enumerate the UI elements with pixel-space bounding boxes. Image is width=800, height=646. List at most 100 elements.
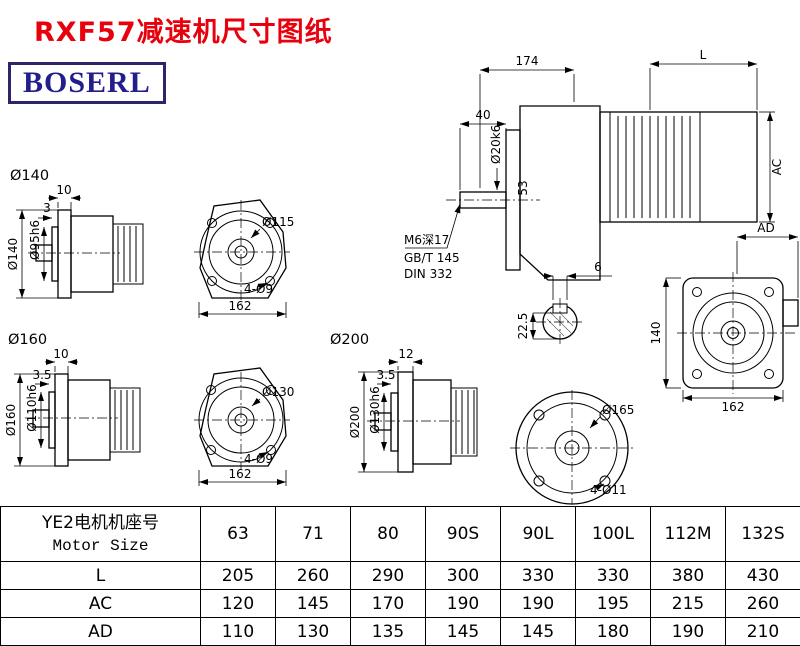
gearbox-housing [519,105,601,281]
table-cell: 145 [425,617,501,646]
col-header-132S: 132S [725,506,800,562]
flange200-heading: Ø200 [330,332,369,348]
flange140-dim162: 162 [229,299,252,313]
flange200-pilot-label: Ø130h6 [368,386,382,434]
flange200-dia-label: Ø200 [348,406,362,438]
flange140-pilot [51,226,59,282]
flange200-front-drawing: Ø165 4-Ø11 [510,390,634,505]
flange140-side-drawing: Ø140 10 3 Ø140 Ø95h6 [6,168,144,299]
flange160-heading: Ø160 [8,332,47,348]
table-cell: 170 [350,589,426,618]
table-header-motor-size: YE2电机机座号 Motor Size [0,506,201,562]
key-depth-label: 22.5 [516,313,530,340]
flange160-dim35: 3.5 [32,368,51,382]
table-cell: 190 [650,617,726,646]
flange140-front-drawing: Ø115 4-Ø9 162 [194,199,294,318]
table-cell: 120 [200,589,276,618]
dim-53-label: 53 [516,180,530,195]
table-cell: 330 [575,561,651,590]
flange140-dim10: 10 [56,183,71,197]
row-label-AC: AC [0,589,201,618]
flange160-body [67,379,111,461]
flange200-dim35: 3.5 [376,368,395,382]
dimension-table-section: YE2电机机座号 Motor Size 63 71 80 90S 90L 100… [0,506,800,646]
flange200-side-drawing: Ø200 12 3.5 Ø200 Ø130h6 [330,332,478,473]
flange140-body [70,215,114,293]
col-header-90S: 90S [425,506,501,562]
table-cell: 180 [575,617,651,646]
flange160-holes-label: 4-Ø9 [244,452,273,466]
table-cell: 215 [650,589,726,618]
flange160-pilot [48,391,56,449]
table-header-row: YE2电机机座号 Motor Size 63 71 80 90S 90L 100… [0,506,800,562]
flange200-pilot [390,392,399,452]
ad-shaft-stub [782,299,799,327]
flange200-plate [397,371,414,473]
table-cell: 190 [425,589,501,618]
table-cell: 290 [350,561,426,590]
flange160-boltcircle-label: Ø130 [262,385,294,399]
header-en: Motor Size [52,537,149,555]
col-header-90L: 90L [500,506,576,562]
flange160-dim10: 10 [53,347,68,361]
flange140-dia-label: Ø140 [6,238,20,270]
dim-140-label: 140 [649,322,663,345]
flange200-body [412,379,452,465]
flange200-boltcircle-label: Ø165 [602,403,634,417]
col-header-100L: 100L [575,506,651,562]
col-header-80: 80 [350,506,426,562]
table-cell: 145 [500,617,576,646]
ad-view-drawing: AD 140 162 [649,221,799,414]
flange160-front-drawing: Ø130 4-Ø9 162 [194,367,294,486]
table-cell: 260 [725,589,800,618]
table-cell: 430 [725,561,800,590]
table-row-AD: AD 110 130 135 145 145 180 190 210 [0,617,800,646]
table-cell: 195 [575,589,651,618]
dimension-table: YE2电机机座号 Motor Size 63 71 80 90S 90L 100… [0,506,800,646]
flange140-boltcircle-label: Ø115 [262,215,294,229]
side-view-drawing: 174 L 40 Ø20k6 53 AC M6深17 GB/T 145 [404,48,784,346]
table-cell: 205 [200,561,276,590]
dim-40-label: 40 [475,108,490,122]
dim-L-label: L [700,48,707,62]
table-cell: 145 [275,589,351,618]
table-cell: 380 [650,561,726,590]
flange160-front-outline [199,367,287,467]
table-cell: 210 [725,617,800,646]
flange160-pilot-label: Ø110h6 [25,384,39,432]
flange160-dia-label: Ø160 [4,404,18,436]
header-cn: YE2电机机座号 [42,513,159,533]
flange200-holes-label: 4-Ø11 [590,483,627,497]
technical-drawing: 174 L 40 Ø20k6 53 AC M6深17 GB/T 145 [4,48,799,505]
col-header-63: 63 [200,506,276,562]
table-row-L: L 205 260 290 300 330 330 380 430 [0,561,800,590]
page-title: RXF57减速机尺寸图纸 [34,17,333,48]
flange140-heading: Ø140 [10,168,49,184]
table-cell: 135 [350,617,426,646]
motor-body [599,111,758,223]
dim-AC-label: AC [770,159,784,175]
row-label-L: L [0,561,201,590]
row-label-AD: AD [0,617,201,646]
table-cell: 300 [425,561,501,590]
table-cell: 190 [500,589,576,618]
std-note1-label: GB/T 145 [404,251,460,265]
table-row-AC: AC 120 145 170 190 190 195 215 260 [0,589,800,618]
flange200-dim12: 12 [398,347,413,361]
table-cell: 260 [275,561,351,590]
thread-note-label: M6深17 [404,233,449,247]
flange140-front-outline [199,199,287,299]
flange160-side-drawing: Ø160 10 3.5 Ø160 Ø110h6 [4,332,141,467]
table-cell: 330 [500,561,576,590]
shaft-diameter-label: Ø20k6 [489,125,503,164]
col-header-71: 71 [275,506,351,562]
table-cell: 110 [200,617,276,646]
logo-text: BOSERL [23,66,151,99]
dim-162-label: 162 [722,400,745,414]
motor-fins [617,116,691,218]
boserl-logo: BOSERL [8,62,166,104]
key-width-label: 6 [594,260,602,274]
flange140-holes-label: 4-Ø9 [244,282,273,296]
table-cell: 130 [275,617,351,646]
